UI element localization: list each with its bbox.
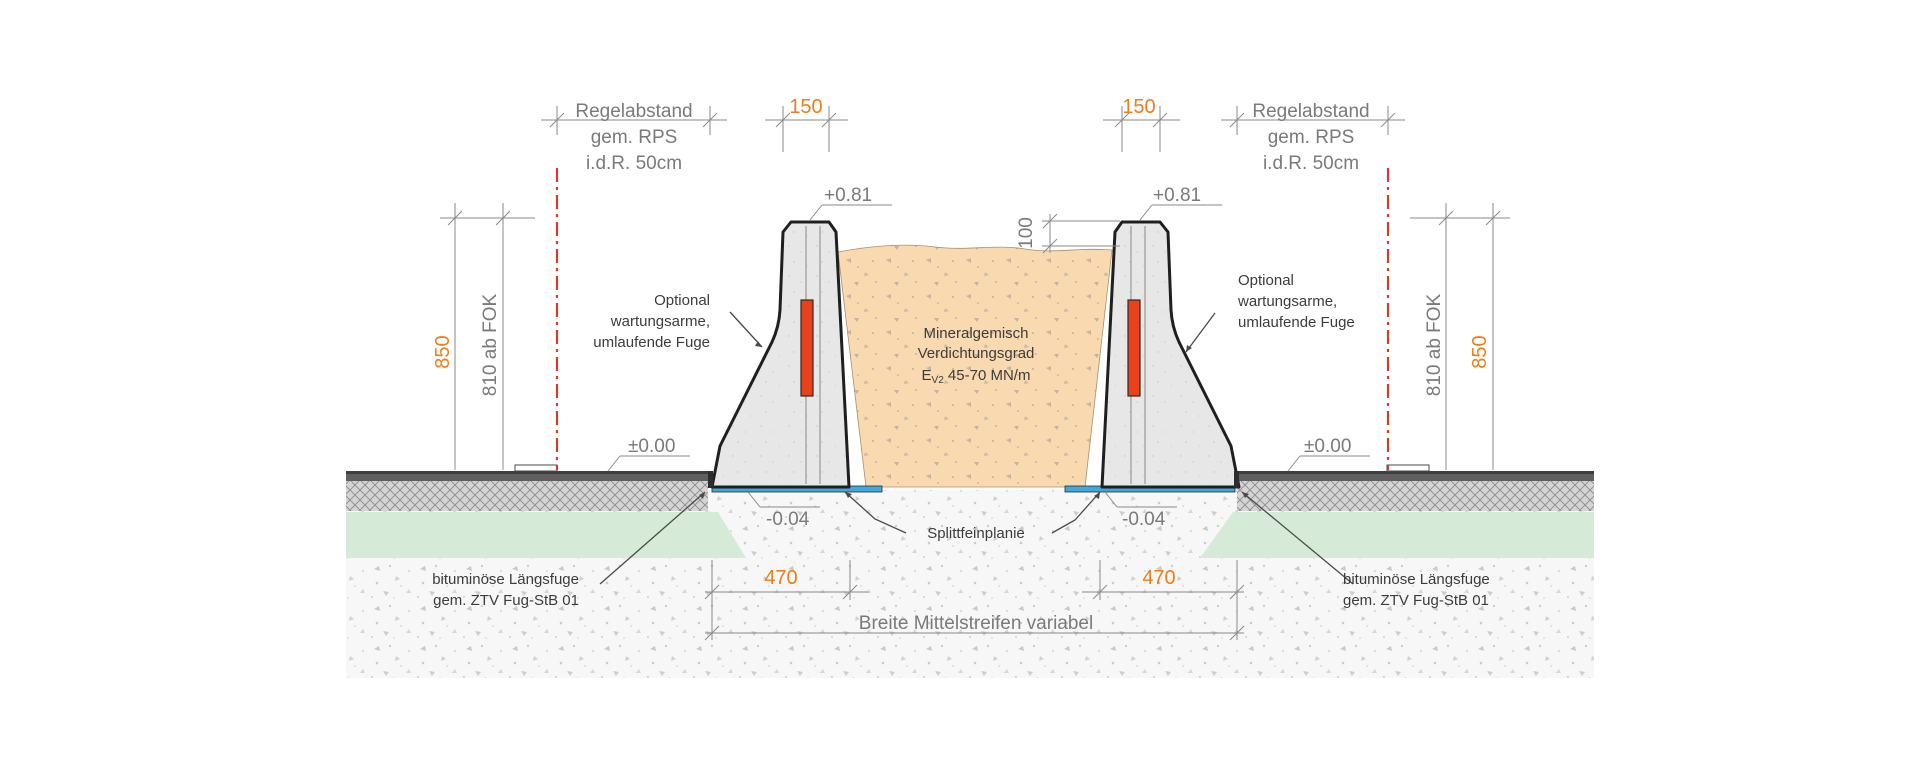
optional-right-line3: umlaufende Fuge [1238, 314, 1355, 331]
mineral-fill [837, 244, 1113, 488]
joint-left [708, 471, 713, 488]
optional-left-line3: umlaufende Fuge [593, 334, 710, 351]
regelabstand-right-line2: gem. RPS [1268, 127, 1355, 148]
regelabstand-left-line3: i.d.R. 50cm [586, 153, 682, 174]
dim-810-right: 810 ab FOK [1424, 293, 1445, 396]
reflector-left [800, 299, 814, 397]
regelabstand-right-line1: Regelabstand [1252, 101, 1369, 122]
dim-150-left: 150 [789, 96, 822, 118]
mineral-line2: Verdichtungsgrad [918, 345, 1035, 362]
road-marking-right [1386, 464, 1430, 472]
level-minus-left: -0.04 [766, 509, 810, 530]
road-marking-left [514, 464, 558, 472]
barrier-left [710, 220, 851, 489]
level-crown-left: +0.81 [824, 185, 872, 206]
base-course-right [1237, 481, 1594, 511]
level-minus-right: -0.04 [1122, 509, 1166, 530]
regelabstand-left-line1: Regelabstand [575, 101, 692, 122]
breite-label: Breite Mittelstreifen variabel [859, 613, 1093, 634]
optional-left-line2: wartungsarme, [610, 313, 710, 330]
dim-470-left: 470 [764, 567, 797, 589]
frost-layer-right [1200, 512, 1594, 558]
optional-left-line1: Optional [654, 292, 710, 309]
reflector-right [1127, 299, 1141, 397]
barrier-left-body [710, 220, 851, 489]
mineral-line1: Mineralgemisch [923, 325, 1028, 342]
bitumen-right-line1: bituminöse Längsfuge [1343, 571, 1490, 588]
bitumen-left-line2: gem. ZTV Fug-StB 01 [433, 592, 579, 609]
base-course-left [346, 481, 708, 511]
level-crown-right: +0.81 [1153, 185, 1201, 206]
asphalt-right [1236, 471, 1594, 481]
mineral-line3: EV2 45-70 MN/m [922, 367, 1031, 386]
bitumen-left-line1: bituminöse Längsfuge [432, 571, 579, 588]
mineral-ev-sub: V2 [932, 375, 945, 386]
level-zero-right: ±0.00 [1304, 436, 1351, 457]
joint-right [1234, 471, 1239, 488]
asphalt-right-top [1236, 471, 1594, 474]
mineral-ev: E [922, 367, 932, 384]
dim-150-right: 150 [1122, 96, 1155, 118]
dim-470-right: 470 [1142, 567, 1175, 589]
dimension-lines [440, 106, 1510, 641]
optional-right-line1: Optional [1238, 272, 1294, 289]
asphalt-left [346, 471, 708, 481]
barrier-right [1100, 220, 1241, 489]
level-zero-left: ±0.00 [628, 436, 675, 457]
mineral-ev-value: 45-70 MN/m [944, 367, 1031, 384]
dim-850-left: 850 [432, 335, 454, 368]
regelabstand-right-line3: i.d.R. 50cm [1263, 153, 1359, 174]
frost-layer-left [346, 512, 746, 558]
dim-100: 100 [1016, 217, 1037, 249]
optional-right-line2: wartungsarme, [1237, 293, 1337, 310]
dim-810-left: 810 ab FOK [480, 293, 501, 396]
regelabstand-left-line2: gem. RPS [591, 127, 678, 148]
ground-layers [346, 464, 1594, 678]
leader-lines [599, 311, 1354, 585]
bitumen-right-line2: gem. ZTV Fug-StB 01 [1343, 592, 1489, 609]
barrier-right-body [1100, 220, 1241, 489]
labels: Regelabstand gem. RPS i.d.R. 50cm Regela… [432, 96, 1491, 634]
asphalt-left-top [346, 471, 708, 474]
dim-850-right: 850 [1469, 335, 1491, 368]
splitt-label: Splittfeinplanie [927, 525, 1025, 542]
